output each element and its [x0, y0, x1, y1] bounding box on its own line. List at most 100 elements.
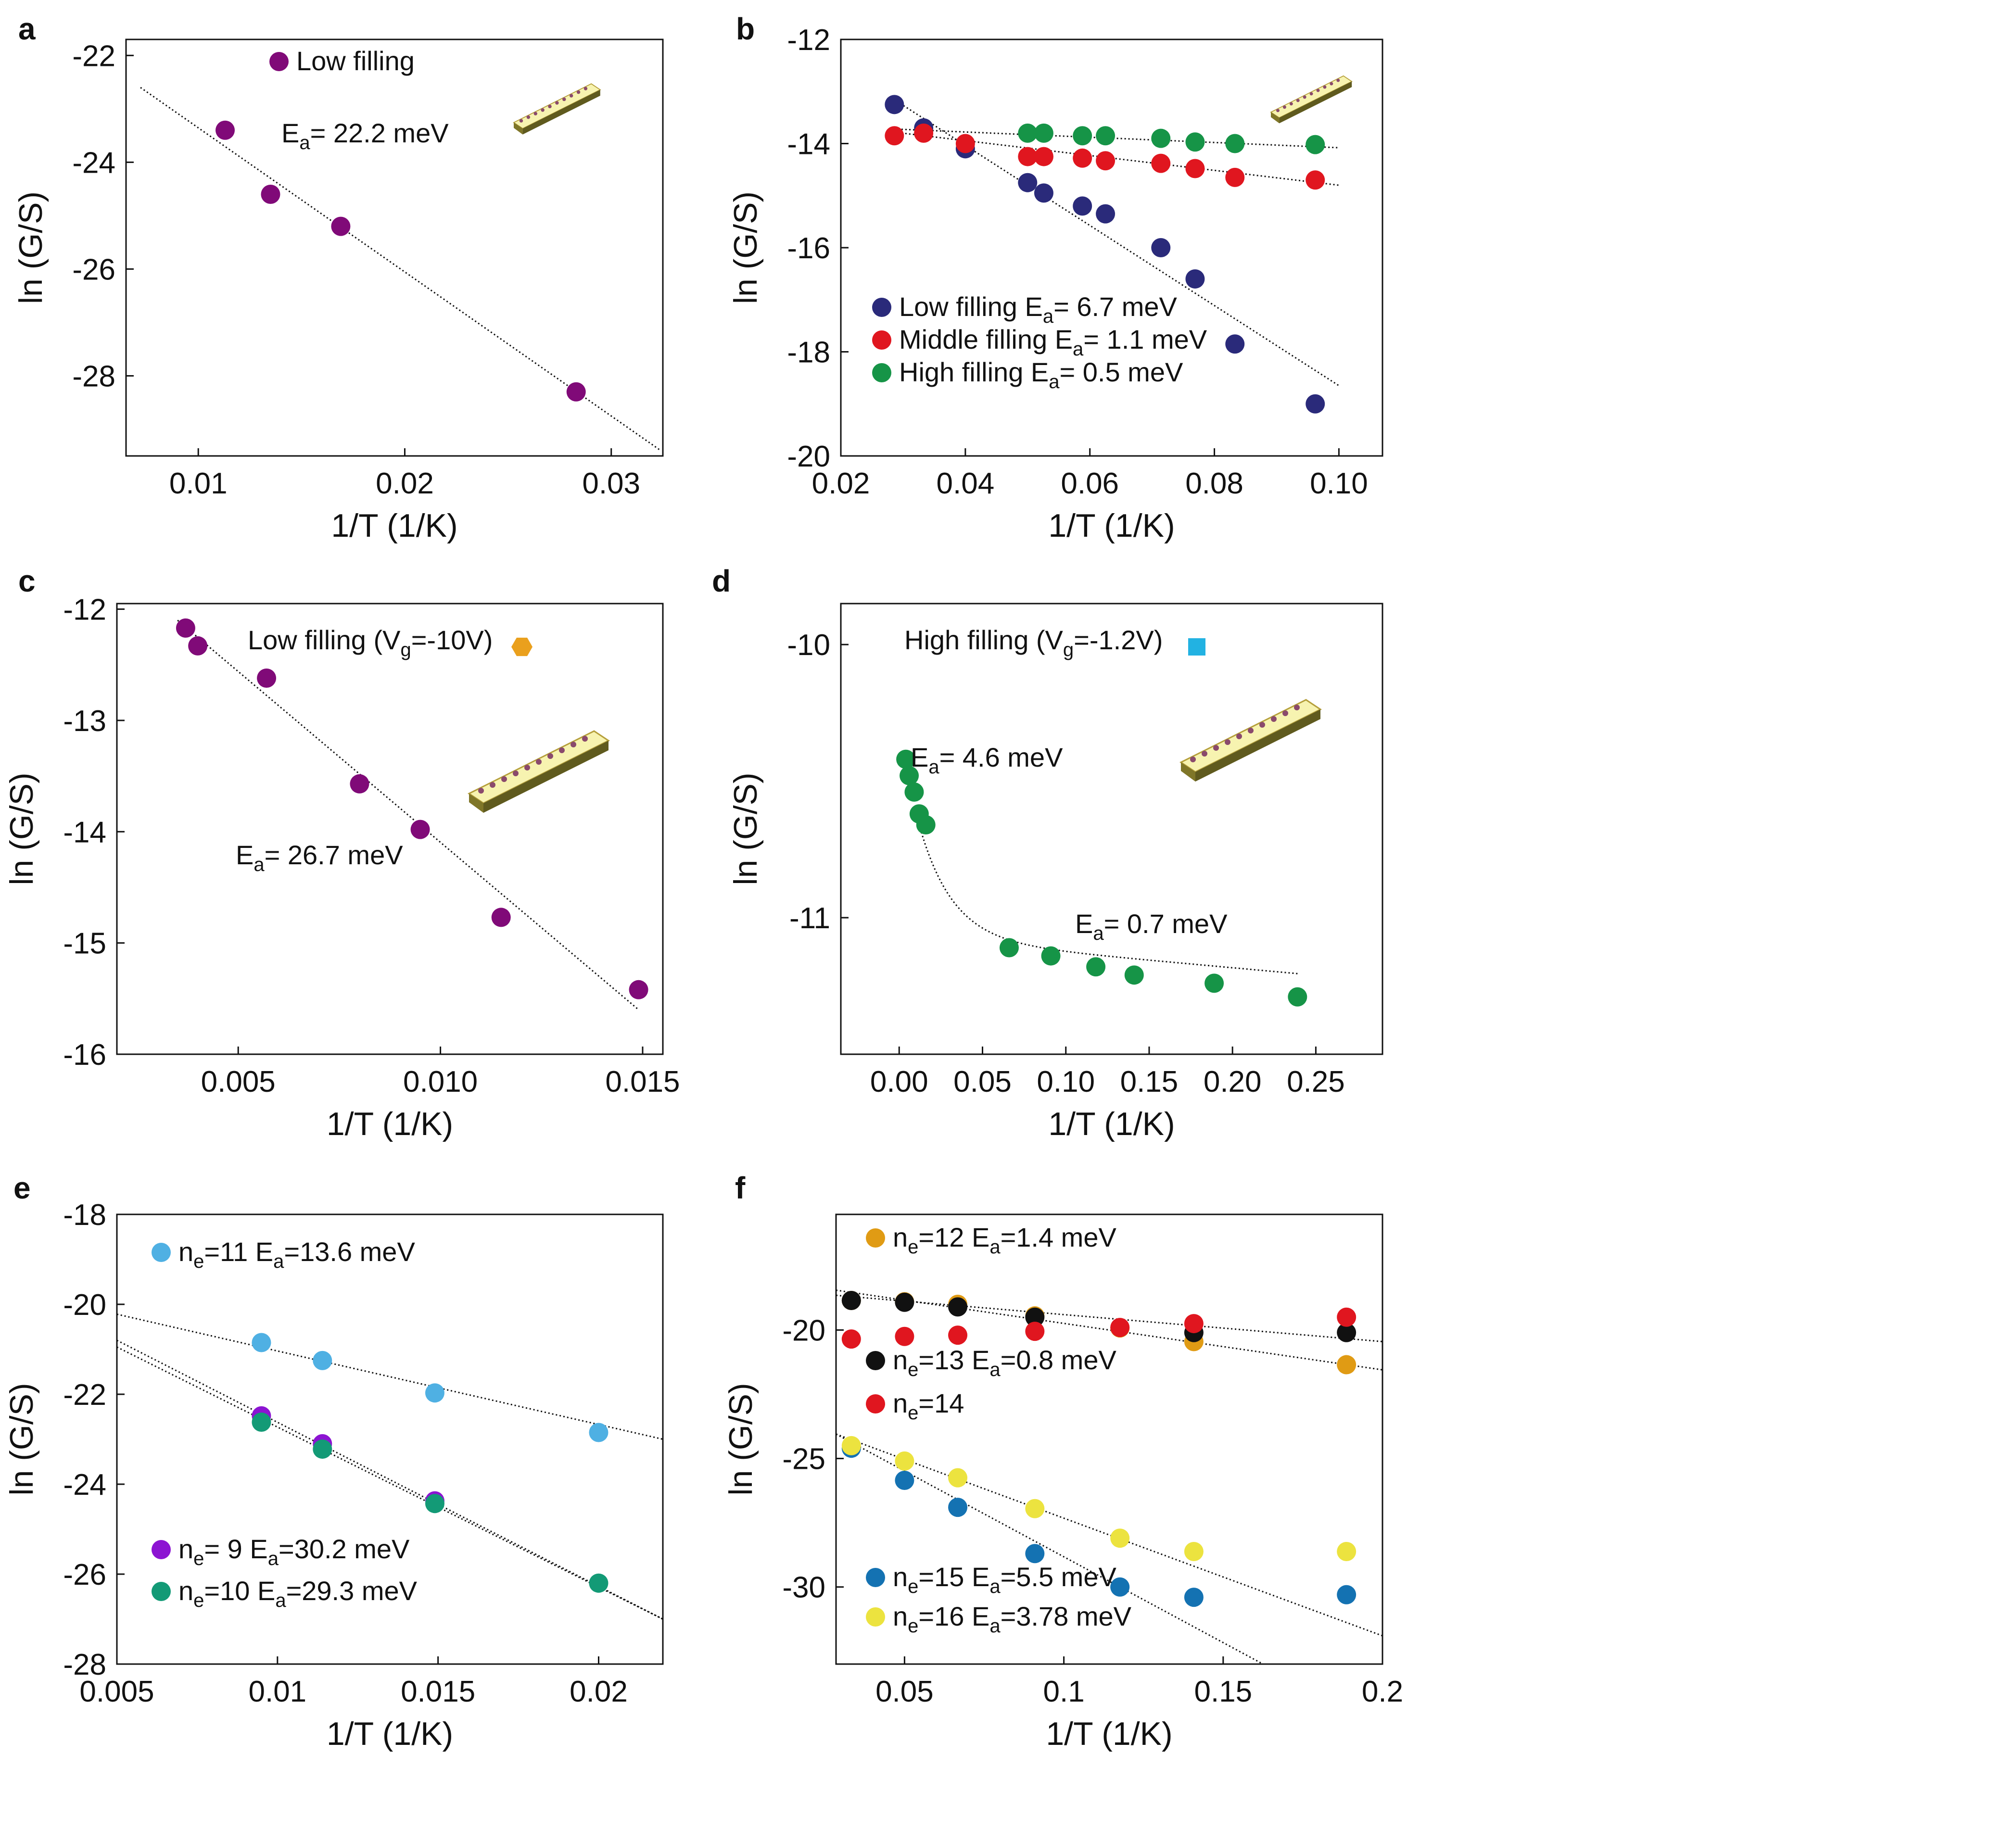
legend-label-rest: = 0.5 meV	[1060, 357, 1183, 387]
nanotube-inset-icon	[1270, 75, 1353, 124]
x-tick-label: 0.05	[953, 1065, 1012, 1098]
data-point-purple-0	[629, 980, 648, 999]
y-axis-label: ln (G/S)	[723, 1383, 759, 1495]
x-tick-label: 0.005	[79, 1675, 154, 1708]
inset-atom	[1303, 95, 1306, 99]
fit-line	[836, 1294, 1382, 1342]
data-point-navy-0	[1306, 394, 1325, 414]
legend-label-text: High filling E	[899, 357, 1049, 387]
panel-letter-d: d	[712, 564, 731, 598]
x-tick-label: 0.06	[1061, 467, 1119, 500]
legend-marker	[152, 1582, 171, 1601]
legend-label-rest: =-10V)	[411, 625, 493, 655]
y-tick-label: -22	[72, 39, 115, 73]
x-axis-label: 1/T (1/K)	[1048, 507, 1175, 544]
inset-atom	[536, 759, 542, 765]
legend-label: ne=13 Ea=0.8 meV	[893, 1345, 1116, 1380]
data-point-red-1	[1096, 151, 1116, 171]
x-tick-label: 0.04	[937, 467, 995, 500]
annotation-label-rest: = 4.6 meV	[939, 742, 1063, 772]
data-point-green-0	[916, 815, 936, 834]
legend-label-sub2: a	[989, 1576, 1001, 1597]
legend-marker	[872, 330, 891, 350]
legend-label: ne=10 Ea=29.3 meV	[178, 1576, 418, 1611]
data-point-green-0	[1288, 987, 1307, 1007]
legend-label-sub2: a	[989, 1237, 1001, 1258]
data-point-orange-0	[1337, 1355, 1357, 1375]
fit-line	[117, 1346, 663, 1620]
data-point-red-2	[1184, 1314, 1204, 1334]
legend-label: High filling Ea= 0.5 meV	[899, 357, 1183, 392]
plot-area	[896, 749, 1307, 1007]
data-point-red-2	[1337, 1307, 1357, 1327]
nanotube-inset-icon	[1179, 699, 1322, 782]
inset-atom	[576, 90, 581, 94]
legend-label-rest: =13 E	[918, 1345, 989, 1375]
inset-atom	[490, 782, 495, 788]
legend-label-text: Low filling (V	[248, 625, 401, 655]
x-tick-label: 0.1	[1043, 1675, 1085, 1708]
inset-front	[1181, 762, 1195, 782]
data-point-red-1	[885, 126, 904, 146]
y-tick-label: -18	[63, 1199, 106, 1232]
y-tick-label: -26	[72, 253, 115, 286]
inset-atom	[1323, 85, 1327, 89]
data-point-purple-0	[216, 120, 235, 140]
inset-atom	[1330, 82, 1333, 86]
data-point-purple-0	[331, 216, 351, 236]
annotation-label-rest: = 22.2 meV	[310, 118, 449, 148]
data-point-green-0	[999, 938, 1019, 958]
annotation-label: Ea= 4.6 meV	[911, 742, 1063, 778]
legend-label-rest: =11 E	[204, 1237, 273, 1267]
y-tick-label: -28	[63, 1648, 106, 1681]
plot-area	[885, 95, 1340, 414]
legend-label-text: n	[178, 1576, 193, 1606]
fit-line	[918, 824, 1298, 974]
annotation-label-rest: = 0.7 meV	[1104, 909, 1228, 939]
y-tick-label: -15	[63, 927, 106, 960]
fit-line	[836, 1433, 1382, 1637]
legend-label-sub: a	[1049, 371, 1060, 392]
legend-label-rest2: =30.2 meV	[279, 1534, 410, 1564]
inset-atom	[1276, 109, 1280, 113]
inset-atom	[1225, 739, 1230, 745]
panel-letter-e: e	[13, 1171, 31, 1205]
y-axis-label: ln (G/S)	[727, 772, 764, 885]
data-point-red-2	[1025, 1322, 1045, 1341]
legend-label: ne= 9 Ea=30.2 meV	[178, 1534, 410, 1569]
x-axis-label: 1/T (1/K)	[327, 1716, 453, 1752]
data-point-purple-0	[257, 669, 277, 688]
data-point-red-1	[1306, 170, 1325, 190]
legend-label-sub: e	[193, 1251, 204, 1272]
legend-label-rest: =14	[918, 1388, 964, 1418]
data-point-black-1	[1025, 1307, 1045, 1327]
y-tick-label: -12	[787, 24, 830, 57]
x-tick-label: 0.15	[1194, 1675, 1252, 1708]
legend-label: ne=11 Ea=13.6 meV	[178, 1237, 415, 1272]
legend-label-sub: e	[908, 1237, 918, 1258]
legend-label: ne=12 Ea=1.4 meV	[893, 1222, 1116, 1258]
y-tick-label: -14	[63, 816, 106, 849]
inset-atom	[582, 736, 588, 742]
data-point-navy-0	[1034, 183, 1053, 203]
x-tick-label: 0.01	[248, 1675, 306, 1708]
data-point-green-0	[896, 749, 916, 769]
square-marker-icon	[1188, 638, 1205, 656]
nanotube-inset-icon	[468, 730, 610, 813]
legend-label-sub: a	[1073, 339, 1084, 360]
fit-line	[177, 619, 639, 1010]
y-tick-label: -20	[782, 1314, 825, 1347]
legend-label-sub: a	[1043, 306, 1054, 327]
annotation-label-text: E	[281, 118, 299, 148]
plot-area	[836, 1289, 1382, 1664]
legend-label: Middle filling Ea= 1.1 meV	[899, 324, 1207, 360]
inset-atom	[547, 753, 553, 759]
legend-label-sub2: a	[989, 1615, 1001, 1637]
data-point-red-1	[1225, 167, 1245, 187]
data-point-navy-0	[885, 95, 904, 114]
annotation-label-rest: = 26.7 meV	[265, 840, 404, 870]
legend-label: Low filling	[296, 46, 415, 76]
inset-atom	[1190, 757, 1196, 762]
